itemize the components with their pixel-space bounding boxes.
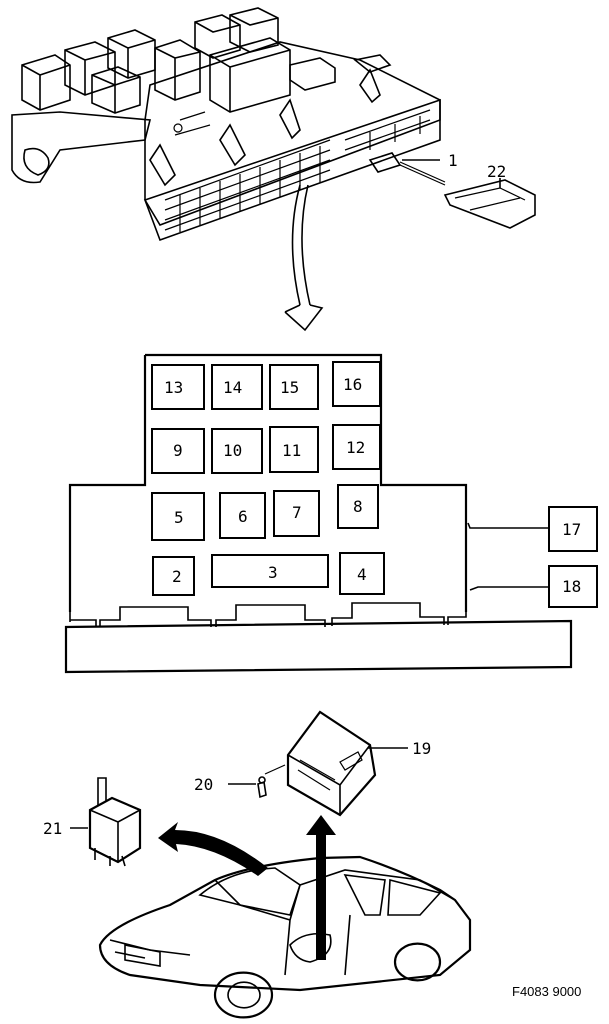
slot-2-box: [152, 556, 195, 596]
slot-13-box: [151, 364, 205, 410]
slot-4-box: [339, 552, 385, 595]
slot-6-label: 6: [238, 507, 248, 526]
slot-12-box: [332, 424, 381, 470]
curved-arrow-down: [284, 184, 324, 332]
slot-11-label: 11: [282, 441, 301, 460]
slot-8-label: 8: [353, 497, 363, 516]
slot-7-box: [273, 490, 320, 537]
callout-19-label: 19: [412, 739, 431, 758]
callout-1-label: 1: [448, 151, 458, 170]
slot-18-label: 18: [562, 577, 581, 596]
relay-box-illustration: [11, 7, 536, 242]
figure-code: F4083 9000: [512, 984, 581, 999]
slot-11-box: [269, 426, 319, 473]
callout-22: 22: [487, 162, 506, 188]
slot-9-box: [151, 428, 205, 474]
slot-2-label: 2: [172, 567, 182, 586]
slot-15-box: [269, 364, 319, 410]
relay-19-illustration: 19: [286, 710, 431, 817]
screw-20-illustration: 20: [194, 764, 286, 799]
slot-3-box: [211, 554, 329, 588]
slot-6-box: [219, 492, 266, 539]
slot-4-label: 4: [357, 565, 367, 584]
slot-layout-diagram: 13 14 15 16 9 10 11 12 5 6 7 8 2 3 4 17 …: [64, 353, 598, 674]
callout-21-label: 21: [43, 819, 62, 838]
slot-17-box: [548, 506, 598, 552]
slot-17-label: 17: [562, 520, 581, 539]
slot-9-label: 9: [173, 441, 183, 460]
relay-21-illustration: 21: [43, 777, 142, 867]
callout-1: 1: [402, 151, 458, 170]
slot-13-label: 13: [164, 378, 183, 397]
arrow-to-relay-21: [158, 822, 268, 876]
slot-5-label: 5: [174, 508, 184, 527]
slot-15-label: 15: [280, 378, 299, 397]
slot-8-box: [337, 484, 379, 529]
slot-12-label: 12: [346, 438, 365, 457]
slot-14-label: 14: [223, 378, 242, 397]
arrow-to-relay-19: [306, 815, 336, 960]
slot-16-box: [332, 361, 381, 407]
slot-3-label: 3: [268, 563, 278, 582]
slot-16-label: 16: [343, 375, 362, 394]
slot-7-label: 7: [292, 503, 302, 522]
slot-14-box: [211, 364, 263, 410]
callout-22-label: 22: [487, 162, 506, 181]
car-illustration: [98, 855, 472, 1019]
slot-10-label: 10: [223, 441, 242, 460]
slot-10-box: [211, 428, 263, 474]
slot-5-box: [151, 492, 205, 541]
callout-20-label: 20: [194, 775, 213, 794]
slot-18-box: [548, 565, 598, 608]
